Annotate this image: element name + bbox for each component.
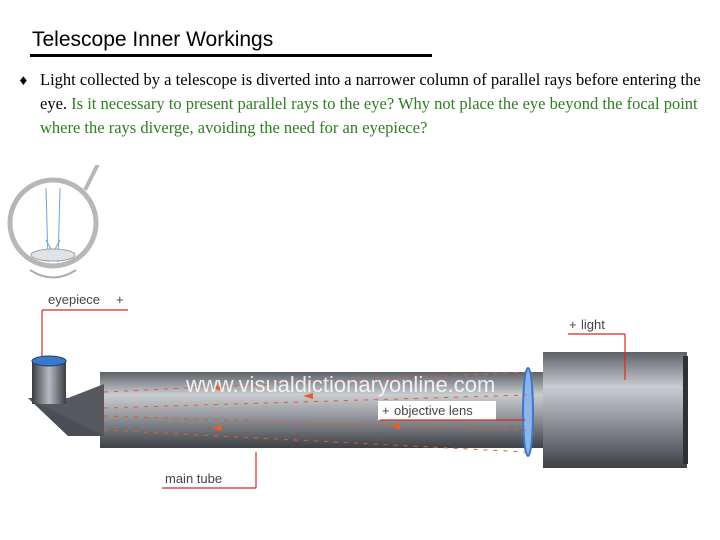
eyepiece-callout: eyepiece + — [41, 292, 128, 358]
main-tube-callout: main tube — [162, 452, 257, 489]
objective-lens-label: objective lens — [394, 403, 473, 418]
slide-title: Telescope Inner Workings — [32, 28, 274, 51]
watermark-text: www.visualdictionaryonline.com — [185, 372, 495, 397]
light-callout: + light — [568, 317, 626, 380]
objective-lens-callout: + objective lens — [378, 401, 525, 421]
eyepiece-label: eyepiece — [48, 292, 100, 307]
light-rays — [103, 371, 527, 453]
title-underline — [30, 54, 432, 57]
bullet-statement: Light collected by a telescope is divert… — [40, 70, 701, 113]
main-tube-label: main tube — [165, 471, 222, 486]
eyepiece-plus: + — [116, 292, 124, 307]
diagonal-focuser — [28, 355, 104, 436]
dew-shield — [543, 352, 687, 468]
bullet-text: Light collected by a telescope is divert… — [40, 68, 710, 140]
bullet-icon: ♦ — [18, 74, 29, 88]
light-label: light — [581, 317, 605, 332]
eye-magnifier — [7, 165, 100, 279]
tube-front-rim — [683, 356, 688, 464]
ray-arrows — [212, 385, 400, 431]
objective-lens-plus: + — [382, 403, 390, 418]
bullet-question: Is it necessary to present parallel rays… — [40, 94, 698, 137]
telescope-illustration: eyepiece + www.visualdictionaryonline.co… — [7, 165, 688, 489]
objective-lens-shape — [522, 367, 534, 457]
light-plus: + — [569, 317, 577, 332]
